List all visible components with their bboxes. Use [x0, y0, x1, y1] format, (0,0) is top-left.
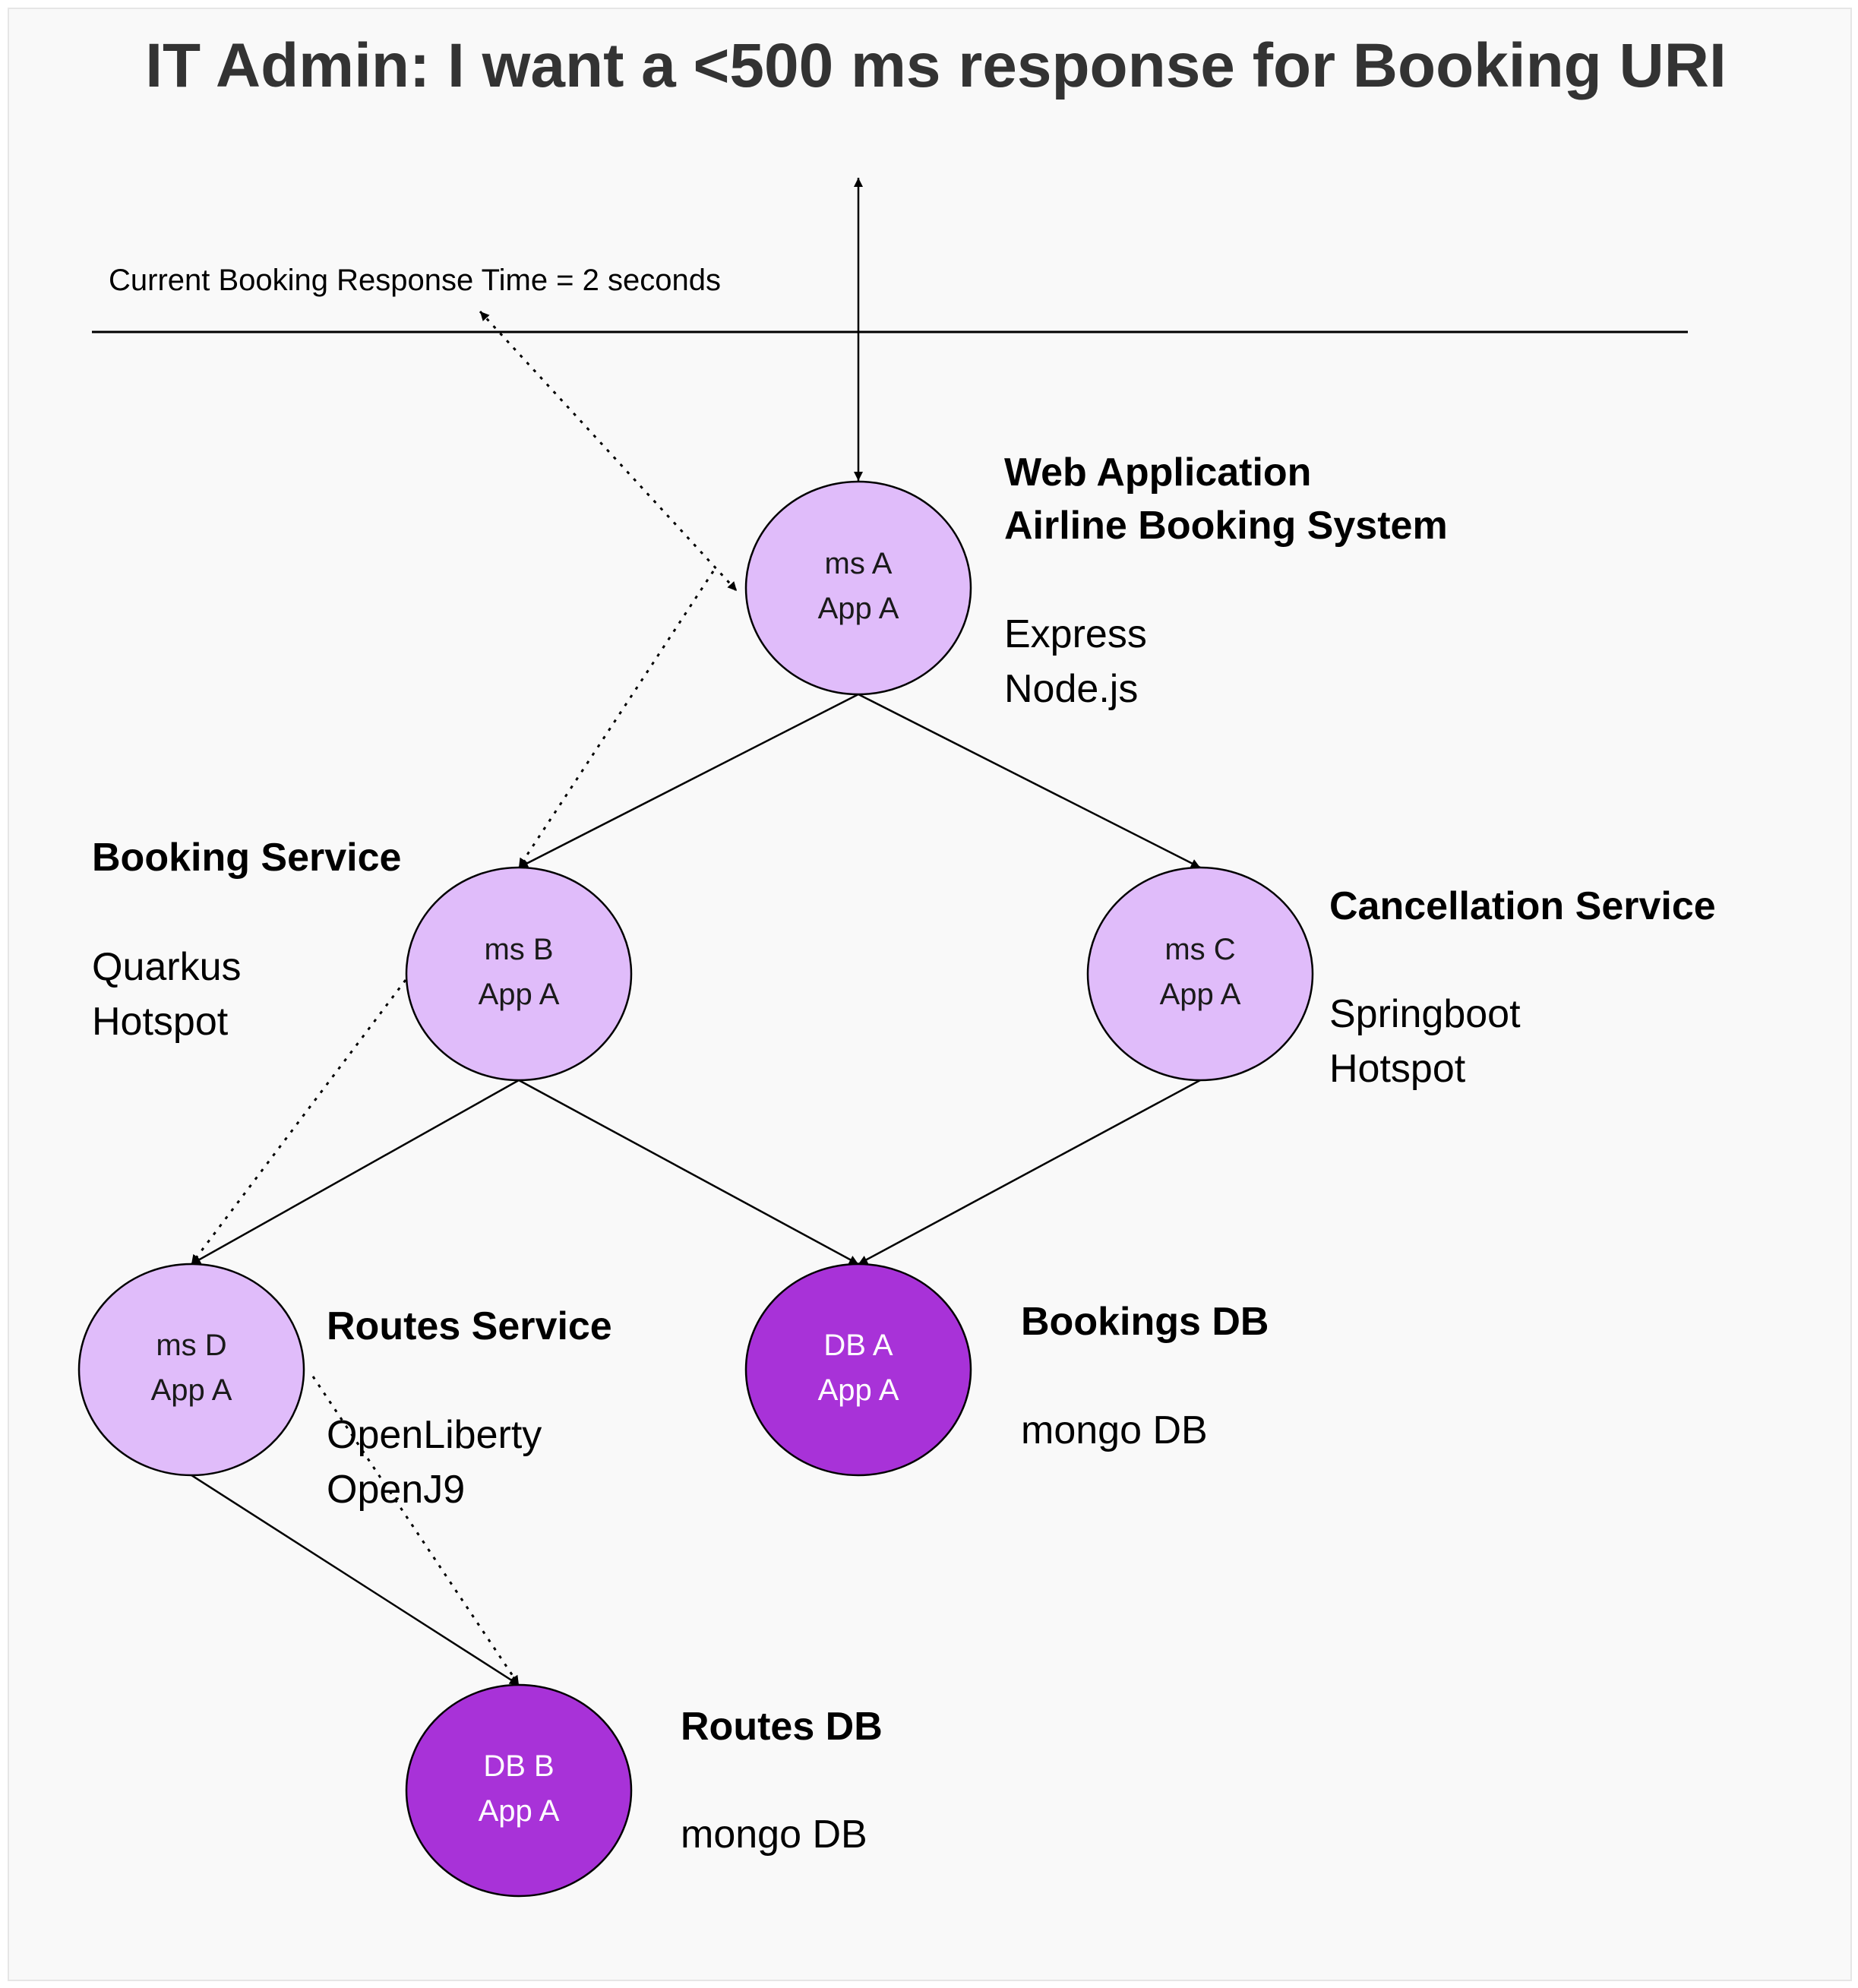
trace-label-to-msa: [479, 310, 738, 593]
page-title: IT Admin: I want a <500 ms response for …: [145, 31, 1727, 100]
cancellation-service-tech-2: Hotspot: [1329, 1047, 1466, 1091]
booking-service-tech-1: Quarkus: [92, 945, 242, 989]
node-ms-a-line1: ms A: [825, 547, 893, 580]
node-ms-c-line1: ms C: [1164, 933, 1235, 966]
response-time-label: Current Booking Response Time = 2 second…: [109, 264, 721, 297]
web-app-title: Web Application: [1004, 450, 1311, 495]
node-ms-c[interactable]: ms C App A: [1086, 866, 1314, 1082]
trace-msb-to-msd: [190, 979, 407, 1265]
node-ms-d[interactable]: ms D App A: [77, 1263, 305, 1477]
diagram-canvas: IT Admin: I want a <500 ms response for …: [8, 8, 1852, 1981]
edge-msb-dba: [518, 1079, 859, 1266]
node-ms-a-line2: App A: [818, 592, 899, 625]
node-ms-b[interactable]: ms B App A: [405, 866, 633, 1082]
node-ms-a[interactable]: ms A App A: [744, 480, 972, 696]
node-db-a-line1: DB A: [823, 1329, 893, 1362]
routes-db-title: Routes DB: [681, 1705, 883, 1749]
cancellation-service-title: Cancellation Service: [1329, 884, 1716, 928]
booking-service-title: Booking Service: [92, 836, 401, 880]
edge-msb-msd: [191, 1079, 520, 1266]
web-app-tech-2: Node.js: [1004, 667, 1138, 711]
booking-service-tech-2: Hotspot: [92, 1000, 229, 1044]
edge-msc-dba: [858, 1079, 1201, 1266]
routes-db-tech: mongo DB: [681, 1813, 867, 1857]
routes-service-tech-1: OpenLiberty: [327, 1413, 542, 1457]
node-db-b-line1: DB B: [483, 1749, 554, 1783]
edge-msa-msb: [518, 693, 859, 869]
node-db-b[interactable]: DB B App A: [405, 1683, 633, 1898]
edge-msd-dbb: [191, 1474, 520, 1686]
node-ms-c-line2: App A: [1160, 978, 1241, 1011]
routes-service-title: Routes Service: [327, 1304, 612, 1348]
node-ms-d-line2: App A: [151, 1373, 232, 1407]
node-db-b-line2: App A: [479, 1794, 560, 1828]
web-app-tech-1: Express: [1004, 612, 1147, 656]
trace-msd-to-dbb: [311, 1376, 520, 1686]
node-db-a-line2: App A: [818, 1373, 899, 1407]
bookings-db-tech: mongo DB: [1021, 1408, 1208, 1452]
cancellation-service-tech-1: Springboot: [1329, 992, 1521, 1036]
node-ms-d-line1: ms D: [156, 1329, 226, 1362]
architecture-diagram: IT Admin: I want a <500 ms response for …: [77, 31, 1727, 1898]
routes-service-tech-2: OpenJ9: [327, 1468, 465, 1512]
node-db-a[interactable]: DB A App A: [744, 1263, 972, 1477]
edge-msa-msc: [858, 693, 1201, 869]
node-ms-b-line1: ms B: [484, 933, 553, 966]
bookings-db-title: Bookings DB: [1021, 1300, 1269, 1344]
node-ms-b-line2: App A: [479, 978, 560, 1011]
web-app-subtitle: Airline Booking System: [1004, 504, 1448, 548]
trace-msa-to-msb: [517, 570, 715, 868]
